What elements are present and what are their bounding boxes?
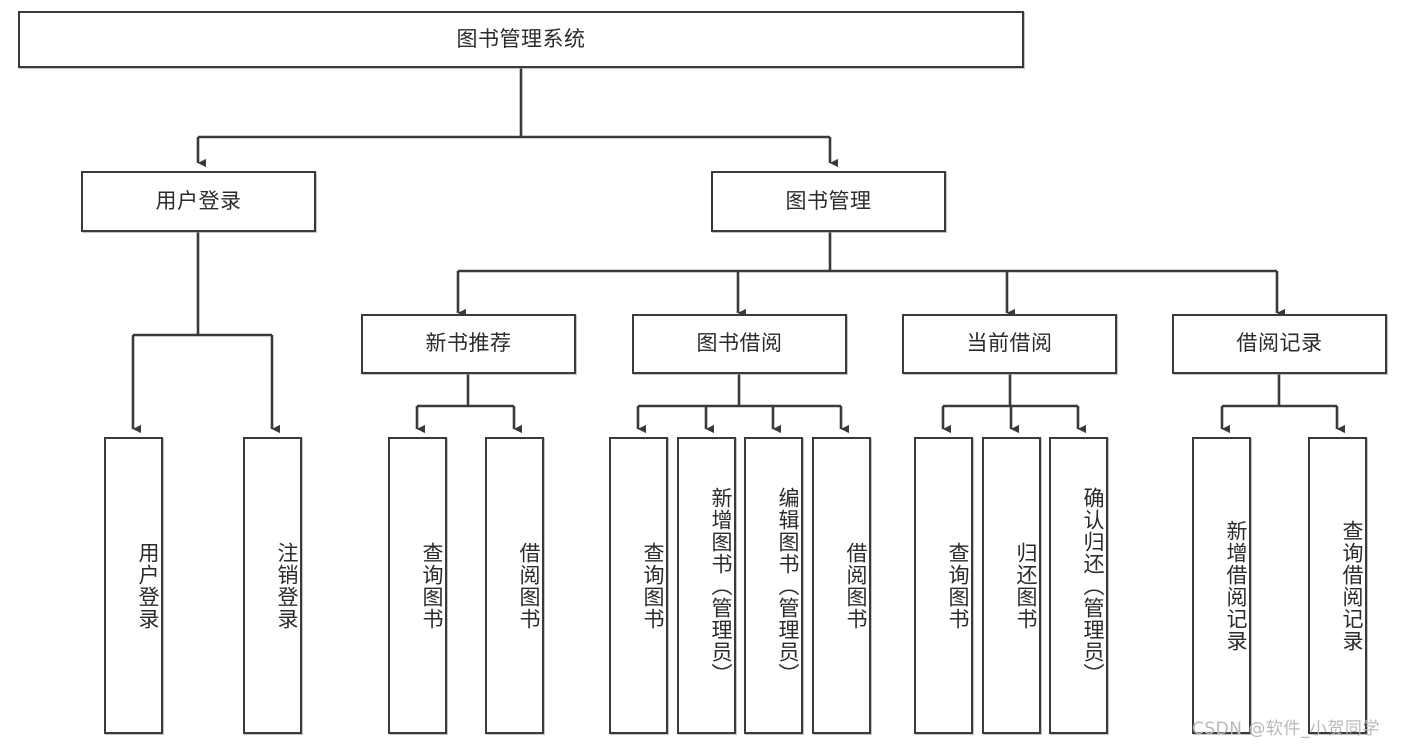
leaf-confirm-return-admin[interactable]: 确认归还（管理员） bbox=[1049, 437, 1108, 734]
leaf-borrow-book-borrow[interactable]: 借阅图书 bbox=[812, 437, 871, 734]
node-book-borrow[interactable]: 图书借阅 bbox=[632, 314, 847, 374]
leaf-query-book-recommend[interactable]: 查询图书 bbox=[388, 437, 447, 734]
node-new-book-recommend[interactable]: 新书推荐 bbox=[361, 314, 576, 374]
leaf-query-book-borrow[interactable]: 查询图书 bbox=[609, 437, 668, 734]
leaf-borrow-book-recommend[interactable]: 借阅图书 bbox=[485, 437, 544, 734]
node-borrow-record[interactable]: 借阅记录 bbox=[1172, 314, 1387, 374]
leaf-add-book-admin[interactable]: 新增图书（管理员） bbox=[677, 437, 736, 734]
leaf-user-login[interactable]: 用户登录 bbox=[104, 437, 163, 734]
node-current-borrow[interactable]: 当前借阅 bbox=[902, 314, 1117, 374]
leaf-query-borrow-record[interactable]: 查询借阅记录 bbox=[1308, 437, 1367, 734]
csdn-watermark: CSDN @软件_小贺同学 bbox=[1192, 719, 1380, 739]
leaf-query-book-current[interactable]: 查询图书 bbox=[914, 437, 973, 734]
node-user-login[interactable]: 用户登录 bbox=[81, 171, 316, 232]
leaf-edit-book-admin[interactable]: 编辑图书（管理员） bbox=[744, 437, 803, 734]
node-book-manage[interactable]: 图书管理 bbox=[711, 171, 946, 232]
leaf-logout-login[interactable]: 注销登录 bbox=[243, 437, 302, 734]
node-root-book-management-system[interactable]: 图书管理系统 bbox=[18, 11, 1024, 68]
leaf-return-book[interactable]: 归还图书 bbox=[982, 437, 1041, 734]
leaf-add-borrow-record[interactable]: 新增借阅记录 bbox=[1192, 437, 1251, 734]
